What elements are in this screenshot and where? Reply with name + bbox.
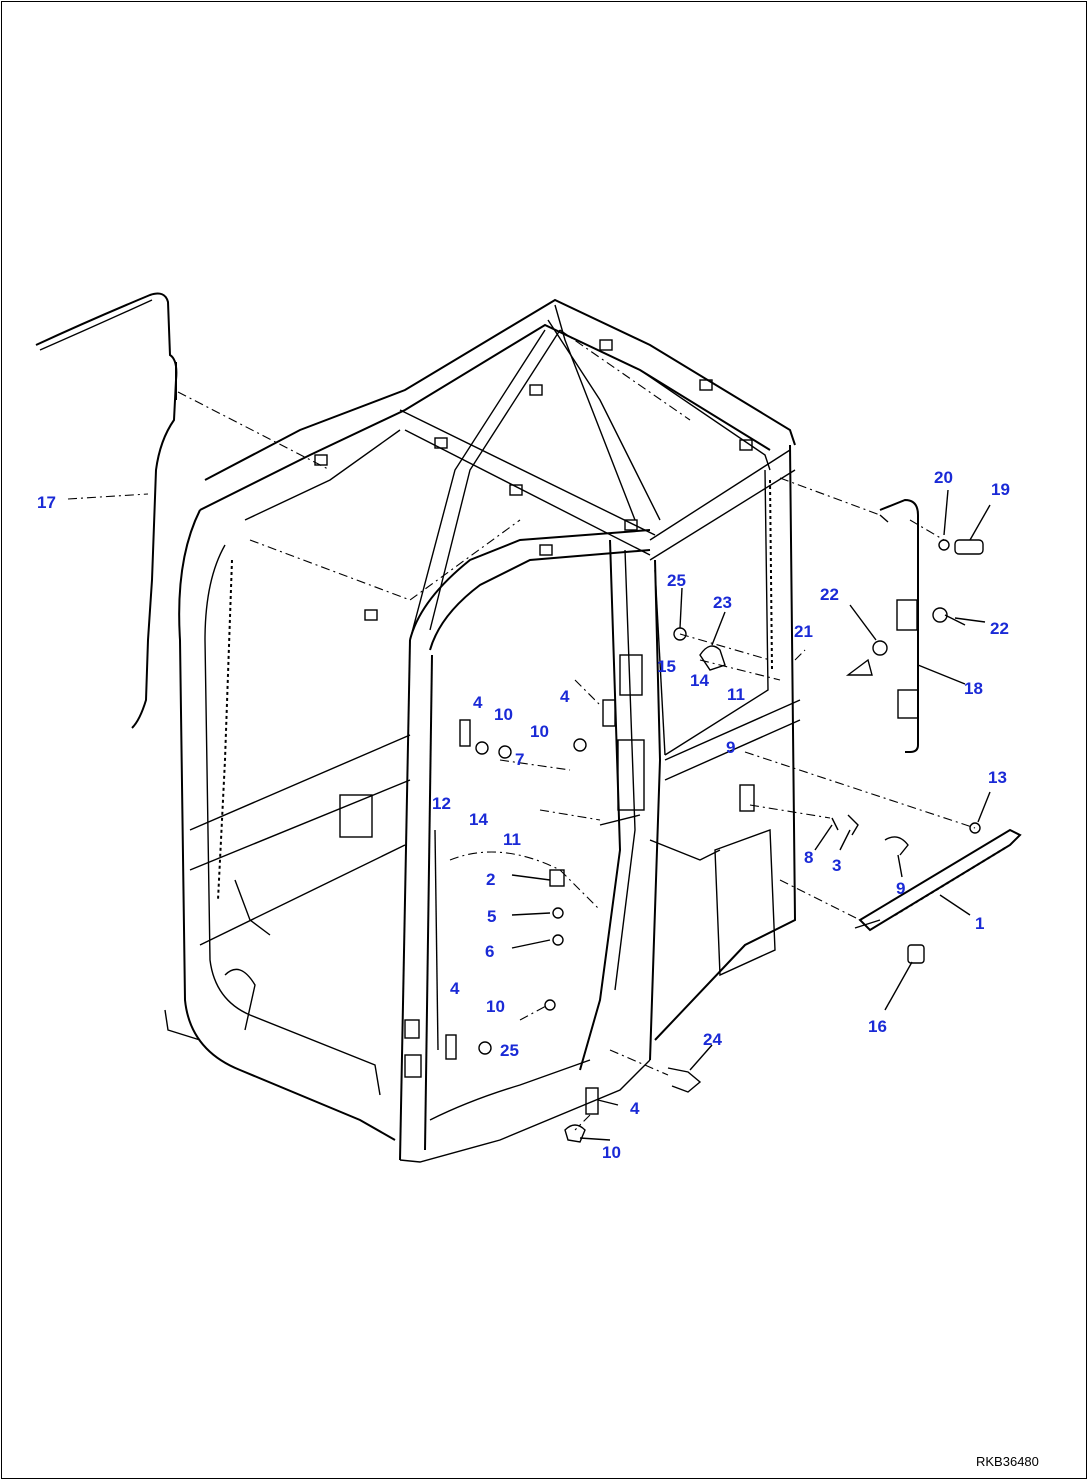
callout-6: 6: [485, 942, 494, 961]
callout-2: 2: [486, 870, 495, 889]
cab-roof-frame: [199, 298, 796, 641]
callout-4b: 4: [560, 687, 570, 706]
cab-front-pillar: [399, 529, 651, 1163]
cab-left-side: [164, 509, 411, 1141]
callout-21: 21: [794, 622, 813, 641]
callout-9a: 9: [726, 738, 735, 757]
callout-4d: 4: [630, 1099, 640, 1118]
callout-22a: 22: [820, 585, 839, 604]
callout-14b: 14: [469, 810, 488, 829]
callout-10b: 10: [530, 722, 549, 741]
callout-18: 18: [964, 679, 983, 698]
callout-13: 13: [988, 768, 1007, 787]
cab-right-side: [649, 444, 801, 1041]
callout-17: 17: [37, 493, 56, 512]
callout-3: 3: [832, 856, 841, 875]
callout-1: 1: [975, 914, 984, 933]
cab-door: [434, 539, 662, 1071]
callout-14a: 14: [690, 671, 709, 690]
callout-11a: 11: [727, 685, 745, 704]
leader-lines: [67, 391, 991, 1141]
callout-4a: 4: [473, 693, 483, 712]
callout-25a: 25: [667, 571, 686, 590]
callout-22b: 22: [990, 619, 1009, 638]
callout-12: 12: [432, 794, 451, 813]
callout-11b: 11: [503, 830, 521, 849]
hardware-parts: [445, 539, 984, 1143]
callout-10d: 10: [602, 1143, 621, 1162]
callout-8: 8: [804, 848, 813, 867]
callout-labels: 1 2 3 4 4 4 4 5 6 7 8 9 9 10 10 10 10 11…: [37, 468, 1010, 1162]
callout-20: 20: [934, 468, 953, 487]
callout-10c: 10: [486, 997, 505, 1016]
callout-24: 24: [703, 1030, 722, 1049]
callout-4c: 4: [450, 979, 460, 998]
callout-23: 23: [713, 593, 732, 612]
callout-10a: 10: [494, 705, 513, 724]
part-1-rail: [854, 828, 1022, 932]
part-18-bracket: [879, 498, 919, 753]
callout-16: 16: [868, 1017, 887, 1036]
drawing-id: RKB36480: [976, 1454, 1039, 1469]
callout-15: 15: [657, 657, 676, 676]
callout-7: 7: [515, 750, 524, 769]
callout-9b: 9: [896, 879, 905, 898]
part-17-seal: [35, 292, 178, 729]
callout-19: 19: [991, 480, 1010, 499]
callout-25b: 25: [500, 1041, 519, 1060]
callout-5: 5: [487, 907, 496, 926]
